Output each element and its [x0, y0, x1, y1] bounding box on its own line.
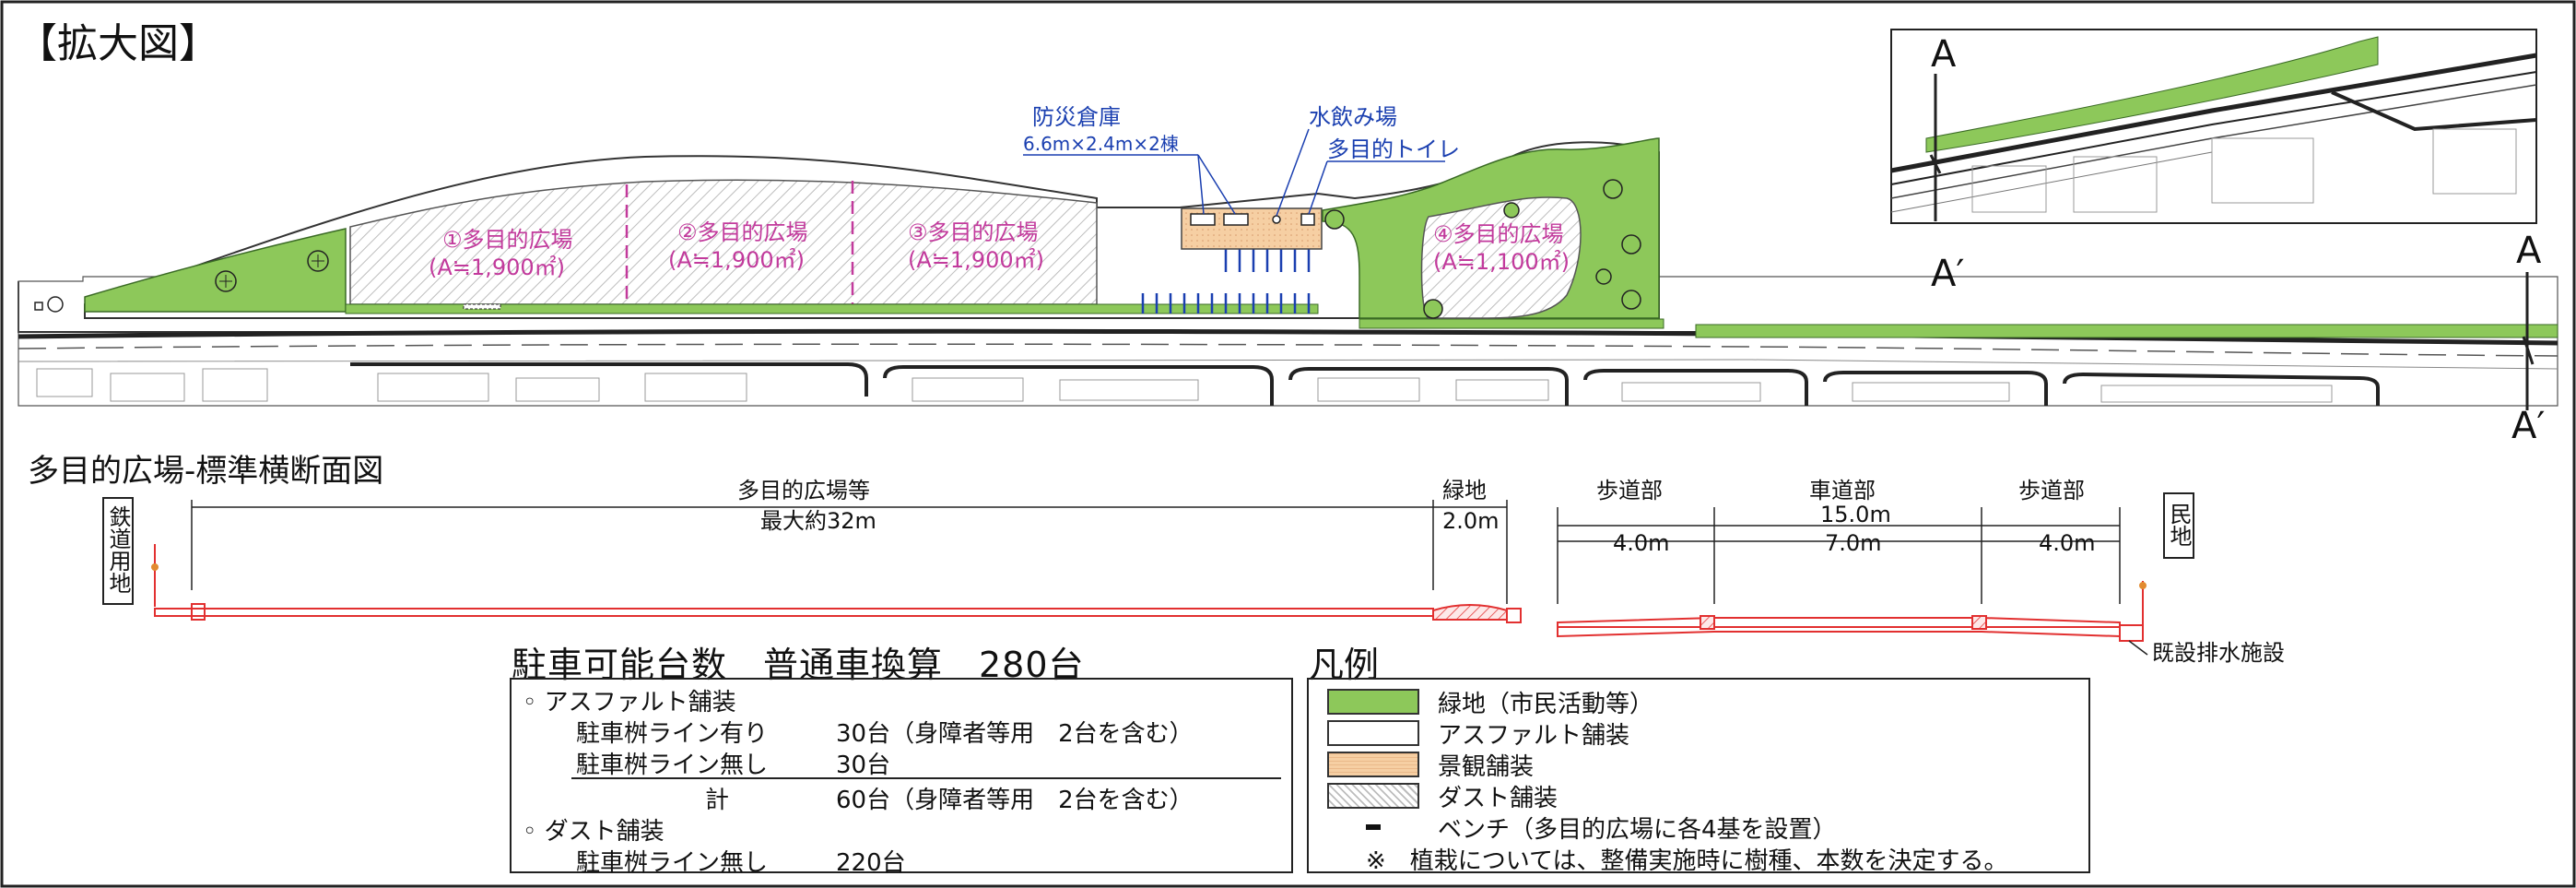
plaza-3-area: (A≒1,900㎡) — [908, 247, 1044, 273]
row3-label: 駐車桝ライン無し — [576, 849, 769, 877]
legend-note: ※ 植栽については、整備実施時に樹種、本数を決定する。 — [1366, 847, 2008, 875]
green-section-width: 2.0m — [1442, 508, 1500, 534]
total-width: 15.0m — [1820, 502, 1891, 527]
plaza-1-name: ①多目的広場 — [442, 227, 573, 253]
legend-swatch-dust — [1327, 783, 1419, 809]
plaza-4-hatched — [1420, 196, 1582, 319]
plaza-2-name: ②多目的広場 — [677, 219, 808, 245]
green-section-label: 緑地 — [1442, 478, 1487, 503]
roadway-label: 車道部 — [1809, 478, 1876, 503]
key-map — [1890, 29, 2537, 224]
trees — [215, 179, 1641, 319]
row2-value: 30台 — [836, 752, 891, 779]
plan-mark-a-prime: A′ — [2511, 405, 2545, 447]
section-title: 多目的広場-標準横断面図 — [28, 453, 383, 490]
dust-header: ◦ ダスト舗装 — [523, 818, 665, 846]
green-left — [84, 228, 347, 313]
total-divider — [571, 777, 1281, 779]
sidewalk-right-label: 歩道部 — [2018, 478, 2085, 503]
row3-value: 220台 — [836, 849, 906, 877]
plaza-4-name: ④多目的広場 — [1433, 221, 1564, 247]
legend-item-dust: ダスト舗装 — [1438, 785, 1559, 812]
parking-table: ◦ アスファルト舗装 駐車桝ライン有り 30台（身障者等用 2台を含む） 駐車桝… — [510, 678, 1293, 877]
legend-swatch-asphalt — [1327, 720, 1419, 746]
row2-label: 駐車桝ライン無し — [576, 752, 769, 779]
tree-marks — [219, 255, 324, 288]
bousai-label: 防災倉庫 — [1032, 104, 1121, 130]
legend-swatch-green — [1327, 689, 1419, 715]
plaza-3-name: ③多目的広場 — [908, 219, 1039, 245]
plaza-hatched-area — [349, 179, 1098, 305]
rail-label: 鉄道用地 — [105, 505, 131, 594]
sidewalk-left-width: 4.0m — [1613, 530, 1670, 556]
legend-panel: 緑地（市民活動等） アスファルト舗装 景観舗装 ダスト舗装 ベンチ（多目的広場に… — [1307, 678, 2090, 875]
bench-icon — [1366, 824, 1381, 830]
legend-swatch-paving — [1327, 752, 1419, 777]
drain-label: 既設排水施設 — [2152, 640, 2285, 666]
bousai-size: 6.6m×2.4m×2棟 — [1023, 133, 1179, 155]
curb-lines — [350, 362, 2380, 406]
plaza-section-width: 最大約32m — [760, 508, 876, 534]
keymap-mark-a: A — [1931, 33, 1957, 76]
toilet — [1300, 213, 1315, 226]
row1-value: 30台（身障者等用 2台を含む） — [836, 720, 1194, 748]
storage-1 — [1190, 213, 1216, 226]
plan-mark-a: A — [2516, 230, 2542, 272]
road-edge-top — [18, 328, 2558, 346]
toilet-label: 多目的トイレ — [1327, 136, 1460, 162]
plaza-1-area: (A≒1,900㎡) — [429, 255, 565, 280]
plaza-section-label: 多目的広場等 — [737, 478, 870, 503]
minchi-label: 民地 — [2166, 503, 2192, 547]
plan-view: ①多目的広場 (A≒1,900㎡) ②多目的広場 (A≒1,900㎡) ③多目的… — [18, 104, 2558, 407]
sidewalk-right-width: 4.0m — [2039, 530, 2096, 556]
total-value: 60台（身障者等用 2台を含む） — [836, 787, 1194, 814]
legend-item-green: 緑地（市民活動等） — [1438, 691, 1654, 718]
asphalt-header: ◦ アスファルト舗装 — [523, 689, 736, 716]
total-label: 計 — [705, 787, 730, 814]
dimension-lines — [191, 500, 2121, 604]
plaza-2-area: (A≒1,900㎡) — [668, 247, 805, 273]
parking-stalls — [1141, 249, 1311, 314]
row1-label: 駐車桝ライン有り — [576, 720, 769, 748]
sidewalk-left-label: 歩道部 — [1596, 478, 1663, 503]
plaza-4-area: (A≒1,100㎡) — [1433, 249, 1570, 275]
legend-item-asphalt: アスファルト舗装 — [1438, 722, 1630, 750]
storage-2 — [1223, 213, 1249, 226]
water-fountain — [1272, 215, 1281, 224]
roadway-width: 7.0m — [1825, 530, 1882, 556]
header-title: 【拡大図】 — [17, 20, 219, 67]
keymap-mark-a-prime: A′ — [1931, 253, 1964, 295]
water-label: 水飲み場 — [1309, 104, 1397, 130]
legend-bench-label: ベンチ（多目的広場に各4基を設置） — [1438, 816, 1837, 844]
section-profile — [151, 544, 2147, 642]
legend-item-paving: 景観舗装 — [1438, 753, 1535, 781]
